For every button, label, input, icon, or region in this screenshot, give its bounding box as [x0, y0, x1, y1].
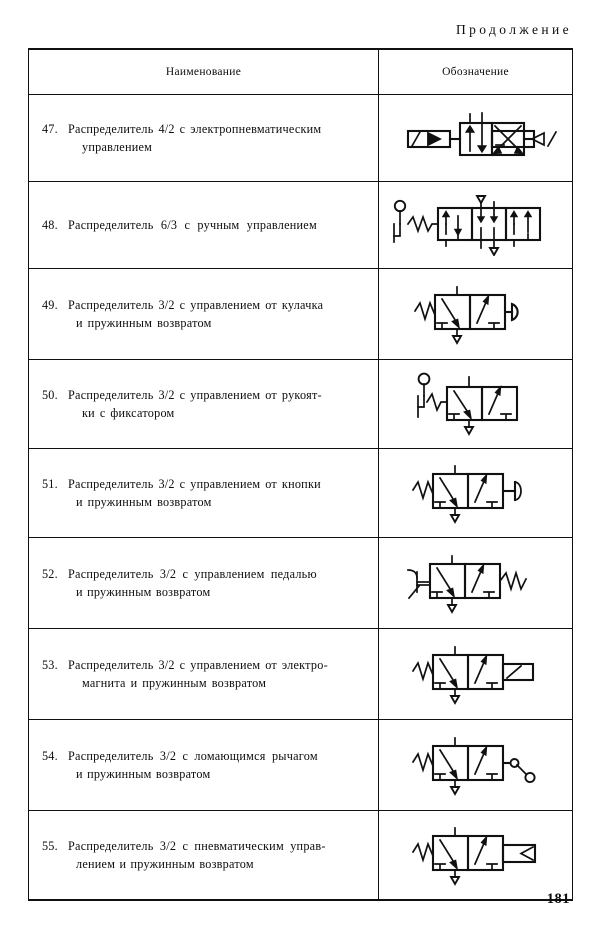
item-number: 55. [42, 838, 58, 853]
item-number: 52. [42, 566, 58, 581]
row-symbol-cell-47 [378, 94, 573, 182]
row-symbol-cell-50 [378, 359, 573, 449]
item-text: Распределитель 3/2 с управлением от элек… [68, 656, 378, 693]
list-item-49: 49. Распределитель 3/2 с управлением от … [29, 296, 378, 333]
row-symbol-cell-52 [378, 537, 573, 629]
item-line-2: управлением [82, 140, 153, 154]
row-name-cell-55: 55. Распределитель 3/2 с пневматическим … [28, 810, 379, 900]
item-line-2: лением и пружинным возвратом [76, 857, 254, 871]
item-number: 48. [42, 217, 58, 232]
item-number: 51. [42, 476, 58, 491]
item-text: Распределитель 3/2 с пневматическим упра… [68, 837, 378, 874]
item-number: 54. [42, 748, 58, 763]
item-text: Распределитель 3/2 с ломающимся рычагом … [68, 747, 378, 784]
row-name-cell-47: 47. Распределитель 4/2 с электропневмати… [28, 94, 379, 182]
valve-3-2-breaking-lever-spring [379, 734, 572, 796]
item-line-2: и пружинным возвратом [76, 495, 212, 509]
valve-3-2-solenoid-spring [379, 643, 572, 705]
item-line-1: Распределитель 3/2 с управлением от кноп… [68, 476, 321, 491]
row-name-cell-48: 48. Распределитель 6/3 с ручным управлен… [28, 181, 379, 269]
list-item-50: 50. Распределитель 3/2 с управлением от … [29, 386, 378, 423]
column-header-symbol: Обозначение [378, 49, 573, 95]
table-row: 54. Распределитель 3/2 с ломающимся рыча… [28, 719, 573, 811]
row-symbol-cell-49 [378, 268, 573, 360]
table-row: 47. Распределитель 4/2 с электропневмати… [28, 94, 573, 182]
list-item-54: 54. Распределитель 3/2 с ломающимся рыча… [29, 747, 378, 784]
item-number: 50. [42, 387, 58, 402]
valve-3-2-lever-detent [379, 369, 572, 439]
valve-6-3-manual [379, 194, 572, 256]
table-row: 55. Распределитель 3/2 с пневматическим … [28, 810, 573, 900]
list-item-53: 53. Распределитель 3/2 с управлением от … [29, 656, 378, 693]
item-text: Распределитель 3/2 с управлением педалью… [68, 565, 378, 602]
valve-3-2-pedal-spring [379, 552, 572, 614]
item-line-1: Распределитель 3/2 с управлением от кула… [68, 297, 324, 312]
table-header-row: Наименование Обозначение [28, 49, 573, 95]
row-name-cell-51: 51. Распределитель 3/2 с управлением от … [28, 448, 379, 538]
item-line-2: и пружинным возвратом [76, 585, 211, 599]
item-number: 49. [42, 297, 58, 312]
item-line-2: ки с фиксатором [82, 406, 175, 420]
item-number: 47. [42, 121, 58, 136]
row-name-cell-54: 54. Распределитель 3/2 с ломающимся рыча… [28, 719, 379, 811]
page-number: 181 [546, 891, 570, 907]
table-row: 50. Распределитель 3/2 с управлением от … [28, 359, 573, 449]
item-number: 53. [42, 657, 58, 672]
list-item-48: 48. Распределитель 6/3 с ручным управлен… [29, 216, 378, 234]
item-line-1: Распределитель 4/2 с электропневматическ… [68, 121, 322, 136]
item-line-1: Распределитель 3/2 с пневматическим упра… [68, 838, 326, 853]
item-line-2: и пружинным возвратом [76, 767, 211, 781]
item-line-1: Распределитель 3/2 с ломающимся рычагом [68, 748, 318, 763]
row-symbol-cell-54 [378, 719, 573, 811]
item-line-2: магнита и пружинным возвратом [82, 676, 267, 690]
valve-3-2-pushbutton-spring [379, 462, 572, 524]
list-item-55: 55. Распределитель 3/2 с пневматическим … [29, 837, 378, 874]
table-row: 52. Распределитель 3/2 с управлением пед… [28, 537, 573, 629]
row-symbol-cell-48 [378, 181, 573, 269]
valve-3-2-cam-spring [379, 283, 572, 345]
row-name-cell-50: 50. Распределитель 3/2 с управлением от … [28, 359, 379, 449]
row-symbol-cell-53 [378, 628, 573, 720]
column-header-name: Наименование [28, 49, 379, 95]
item-line-1: Распределитель 3/2 с управлением от элек… [68, 657, 328, 672]
symbols-table: Наименование Обозначение 47. Распределит… [28, 48, 573, 901]
continuation-caption: Продолжение [455, 22, 572, 37]
table-row: 49. Распределитель 3/2 с управлением от … [28, 268, 573, 360]
item-line-1: Распределитель 6/3 с ручным управлением [68, 217, 317, 232]
row-name-cell-53: 53. Распределитель 3/2 с управлением от … [28, 628, 379, 720]
row-symbol-cell-51 [378, 448, 573, 538]
table-row: 51. Распределитель 3/2 с управлением от … [28, 448, 573, 538]
table-row: 48. Распределитель 6/3 с ручным управлен… [28, 181, 573, 269]
item-text: Распределитель 4/2 с электропневматическ… [68, 120, 378, 157]
item-line-2: и пружинным возвратом [76, 316, 212, 330]
table-row: 53. Распределитель 3/2 с управлением от … [28, 628, 573, 720]
item-line-1: Распределитель 3/2 с управлением педалью [68, 566, 317, 581]
valve-3-2-pneumatic-pilot-spring [379, 824, 572, 886]
item-text: Распределитель 6/3 с ручным управлением [68, 216, 378, 234]
list-item-52: 52. Распределитель 3/2 с управлением пед… [29, 565, 378, 602]
row-symbol-cell-55 [378, 810, 573, 900]
item-text: Распределитель 3/2 с управлением от руко… [68, 386, 378, 423]
row-name-cell-52: 52. Распределитель 3/2 с управлением пед… [28, 537, 379, 629]
row-name-cell-49: 49. Распределитель 3/2 с управлением от … [28, 268, 379, 360]
item-line-1: Распределитель 3/2 с управлением от руко… [68, 387, 322, 402]
item-text: Распределитель 3/2 с управлением от кноп… [68, 475, 378, 512]
item-text: Распределитель 3/2 с управлением от кула… [68, 296, 378, 333]
list-item-47: 47. Распределитель 4/2 с электропневмати… [29, 120, 378, 157]
valve-4-2-electropneumatic [379, 109, 572, 167]
list-item-51: 51. Распределитель 3/2 с управлением от … [29, 475, 378, 512]
